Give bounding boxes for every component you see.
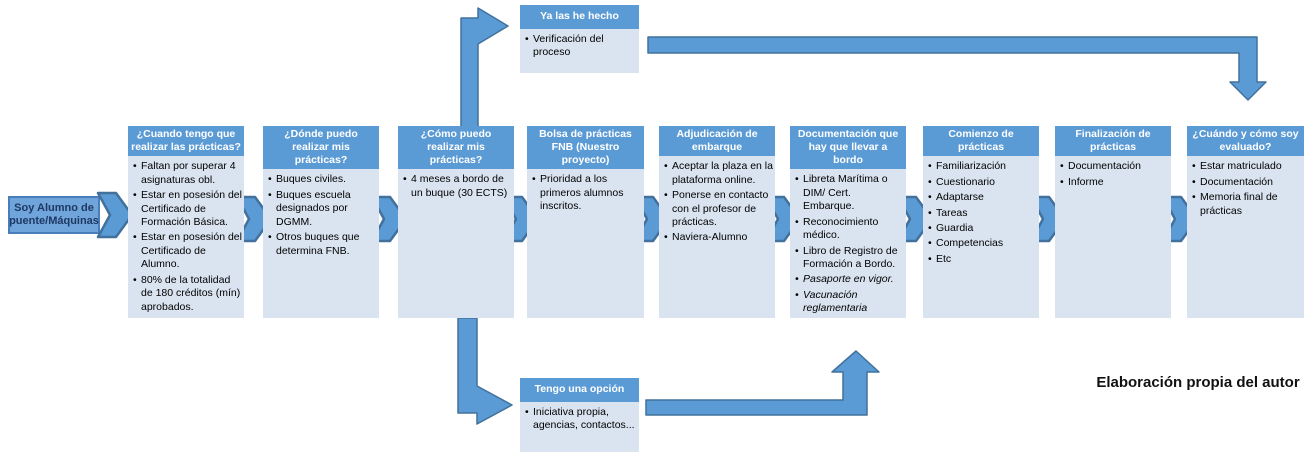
bullet-item: Aceptar la plaza en la plataforma online… [664,160,773,187]
step-column-cuando: ¿Cuando tengo que realizar las prácticas… [128,126,244,318]
bullet-item: Adaptarse [928,191,1037,205]
start-box: Soy Alumno de puente/Máquinas [8,196,100,234]
bullet-item: Estar en posesión del Certificado de Alu… [133,231,242,271]
branch-box-ya-las-he-hecho: Ya las he hecho Verificación del proceso [520,5,639,73]
bullet-item: Buques escuela designados por DGMM. [268,189,377,229]
step-title: ¿Cuando tengo que realizar las prácticas… [128,126,244,157]
bullet-item: Verificación del proceso [525,33,637,60]
step-items: Libreta Marítima o DIM/ Cert. Embarque. … [790,169,906,321]
bullet-item: Prioridad a los primeros alumnos inscrit… [532,173,642,213]
bullet-item: Estar matriculado [1192,160,1302,174]
step-column-como: ¿Cómo puedo realizar mis prácticas? 4 me… [398,126,514,318]
start-box-label: Soy Alumno de puente/Máquinas [9,201,99,227]
step-title: Comienzo de prácticas [923,126,1039,157]
step-column-adjudicacion: Adjudicación de embarque Aceptar la plaz… [659,126,775,318]
bullet-item: Memoria final de prácticas [1192,191,1302,218]
elbow-arrow-right-up-icon [645,350,880,416]
bullet-item: Informe [1060,176,1169,190]
step-items: 4 meses a bordo de un buque (30 ECTS) [398,169,514,318]
step-items: Aceptar la plaza en la plataforma online… [659,156,775,318]
chevron-right-icon [96,191,134,239]
bullet-item: Buques civiles. [268,173,377,187]
author-caption: Elaboración propia del autor [1096,374,1300,391]
bullet-item: Cuestionario [928,176,1037,190]
branch-items: Verificación del proceso [520,29,639,73]
bullet-item: 80% de la totalidad de 180 créditos (mín… [133,274,242,314]
step-items: Prioridad a los primeros alumnos inscrit… [527,169,644,318]
bullet-item: Faltan por superar 4 asignaturas obl. [133,160,242,187]
elbow-arrow-up-right-icon [460,7,509,128]
step-column-evaluado: ¿Cuándo y cómo soy evaluado? Estar matri… [1187,126,1304,318]
step-title: ¿Cómo puedo realizar mis prácticas? [398,126,514,170]
step-items: Estar matriculado Documentación Memoria … [1187,156,1304,318]
bullet-item: Competencias [928,237,1037,251]
bullet-item: Libro de Registro de Formación a Bordo. [795,245,904,272]
bullet-item: Pasaporte en vigor. [795,273,904,287]
step-column-finalizacion: Finalización de prácticas Documentación … [1055,126,1171,318]
bullet-item: Guardia [928,222,1037,236]
branch-box-tengo-una-opcion: Tengo una opción Iniciativa propia, agen… [520,378,639,452]
bullet-item: Documentación [1060,160,1169,174]
step-title: Finalización de prácticas [1055,126,1171,157]
step-column-documentacion: Documentación que hay que llevar a bordo… [790,126,906,318]
bullet-item: Ponerse en contacto con el profesor de p… [664,189,773,229]
bullet-item: Iniciativa propia, agencias, contactos..… [525,406,637,433]
bullet-item: Estar en posesión del Certificado de For… [133,189,242,229]
bullet-item: Libreta Marítima o DIM/ Cert. Embarque. [795,173,904,213]
branch-items: Iniciativa propia, agencias, contactos..… [520,402,639,452]
bullet-item: Vacunación reglamentaria [795,289,904,316]
bullet-item: Documentación [1192,176,1302,190]
elbow-arrow-right-down-icon [647,36,1267,101]
step-items: Buques civiles. Buques escuela designado… [263,169,379,318]
bullet-item: Reconocimiento médico. [795,216,904,243]
step-items: Documentación Informe [1055,156,1171,318]
step-column-comienzo: Comienzo de prácticas Familiarización Cu… [923,126,1039,318]
step-column-bolsa: Bolsa de prácticas FNB (Nuestro proyecto… [527,126,644,318]
bullet-item: Tareas [928,207,1037,221]
step-title: ¿Cuándo y cómo soy evaluado? [1187,126,1304,157]
step-items: Faltan por superar 4 asignaturas obl. Es… [128,156,244,320]
step-title: ¿Dónde puedo realizar mis prácticas? [263,126,379,170]
chevron-right-icon [235,195,273,243]
branch-title: Tengo una opción [520,378,639,402]
branch-title: Ya las he hecho [520,5,639,29]
bullet-item: Familiarización [928,160,1037,174]
elbow-arrow-down-right-icon [457,317,513,425]
step-column-donde: ¿Dónde puedo realizar mis prácticas? Buq… [263,126,379,318]
step-items: Familiarización Cuestionario Adaptarse T… [923,156,1039,318]
step-title: Documentación que hay que llevar a bordo [790,126,906,170]
chevron-right-icon [370,195,408,243]
bullet-item: Naviera-Alumno [664,231,773,245]
step-title: Adjudicación de embarque [659,126,775,157]
bullet-item: Etc [928,253,1037,267]
bullet-item: 4 meses a bordo de un buque (30 ECTS) [403,173,512,200]
step-title: Bolsa de prácticas FNB (Nuestro proyecto… [527,126,644,170]
bullet-item: Otros buques que determina FNB. [268,231,377,258]
